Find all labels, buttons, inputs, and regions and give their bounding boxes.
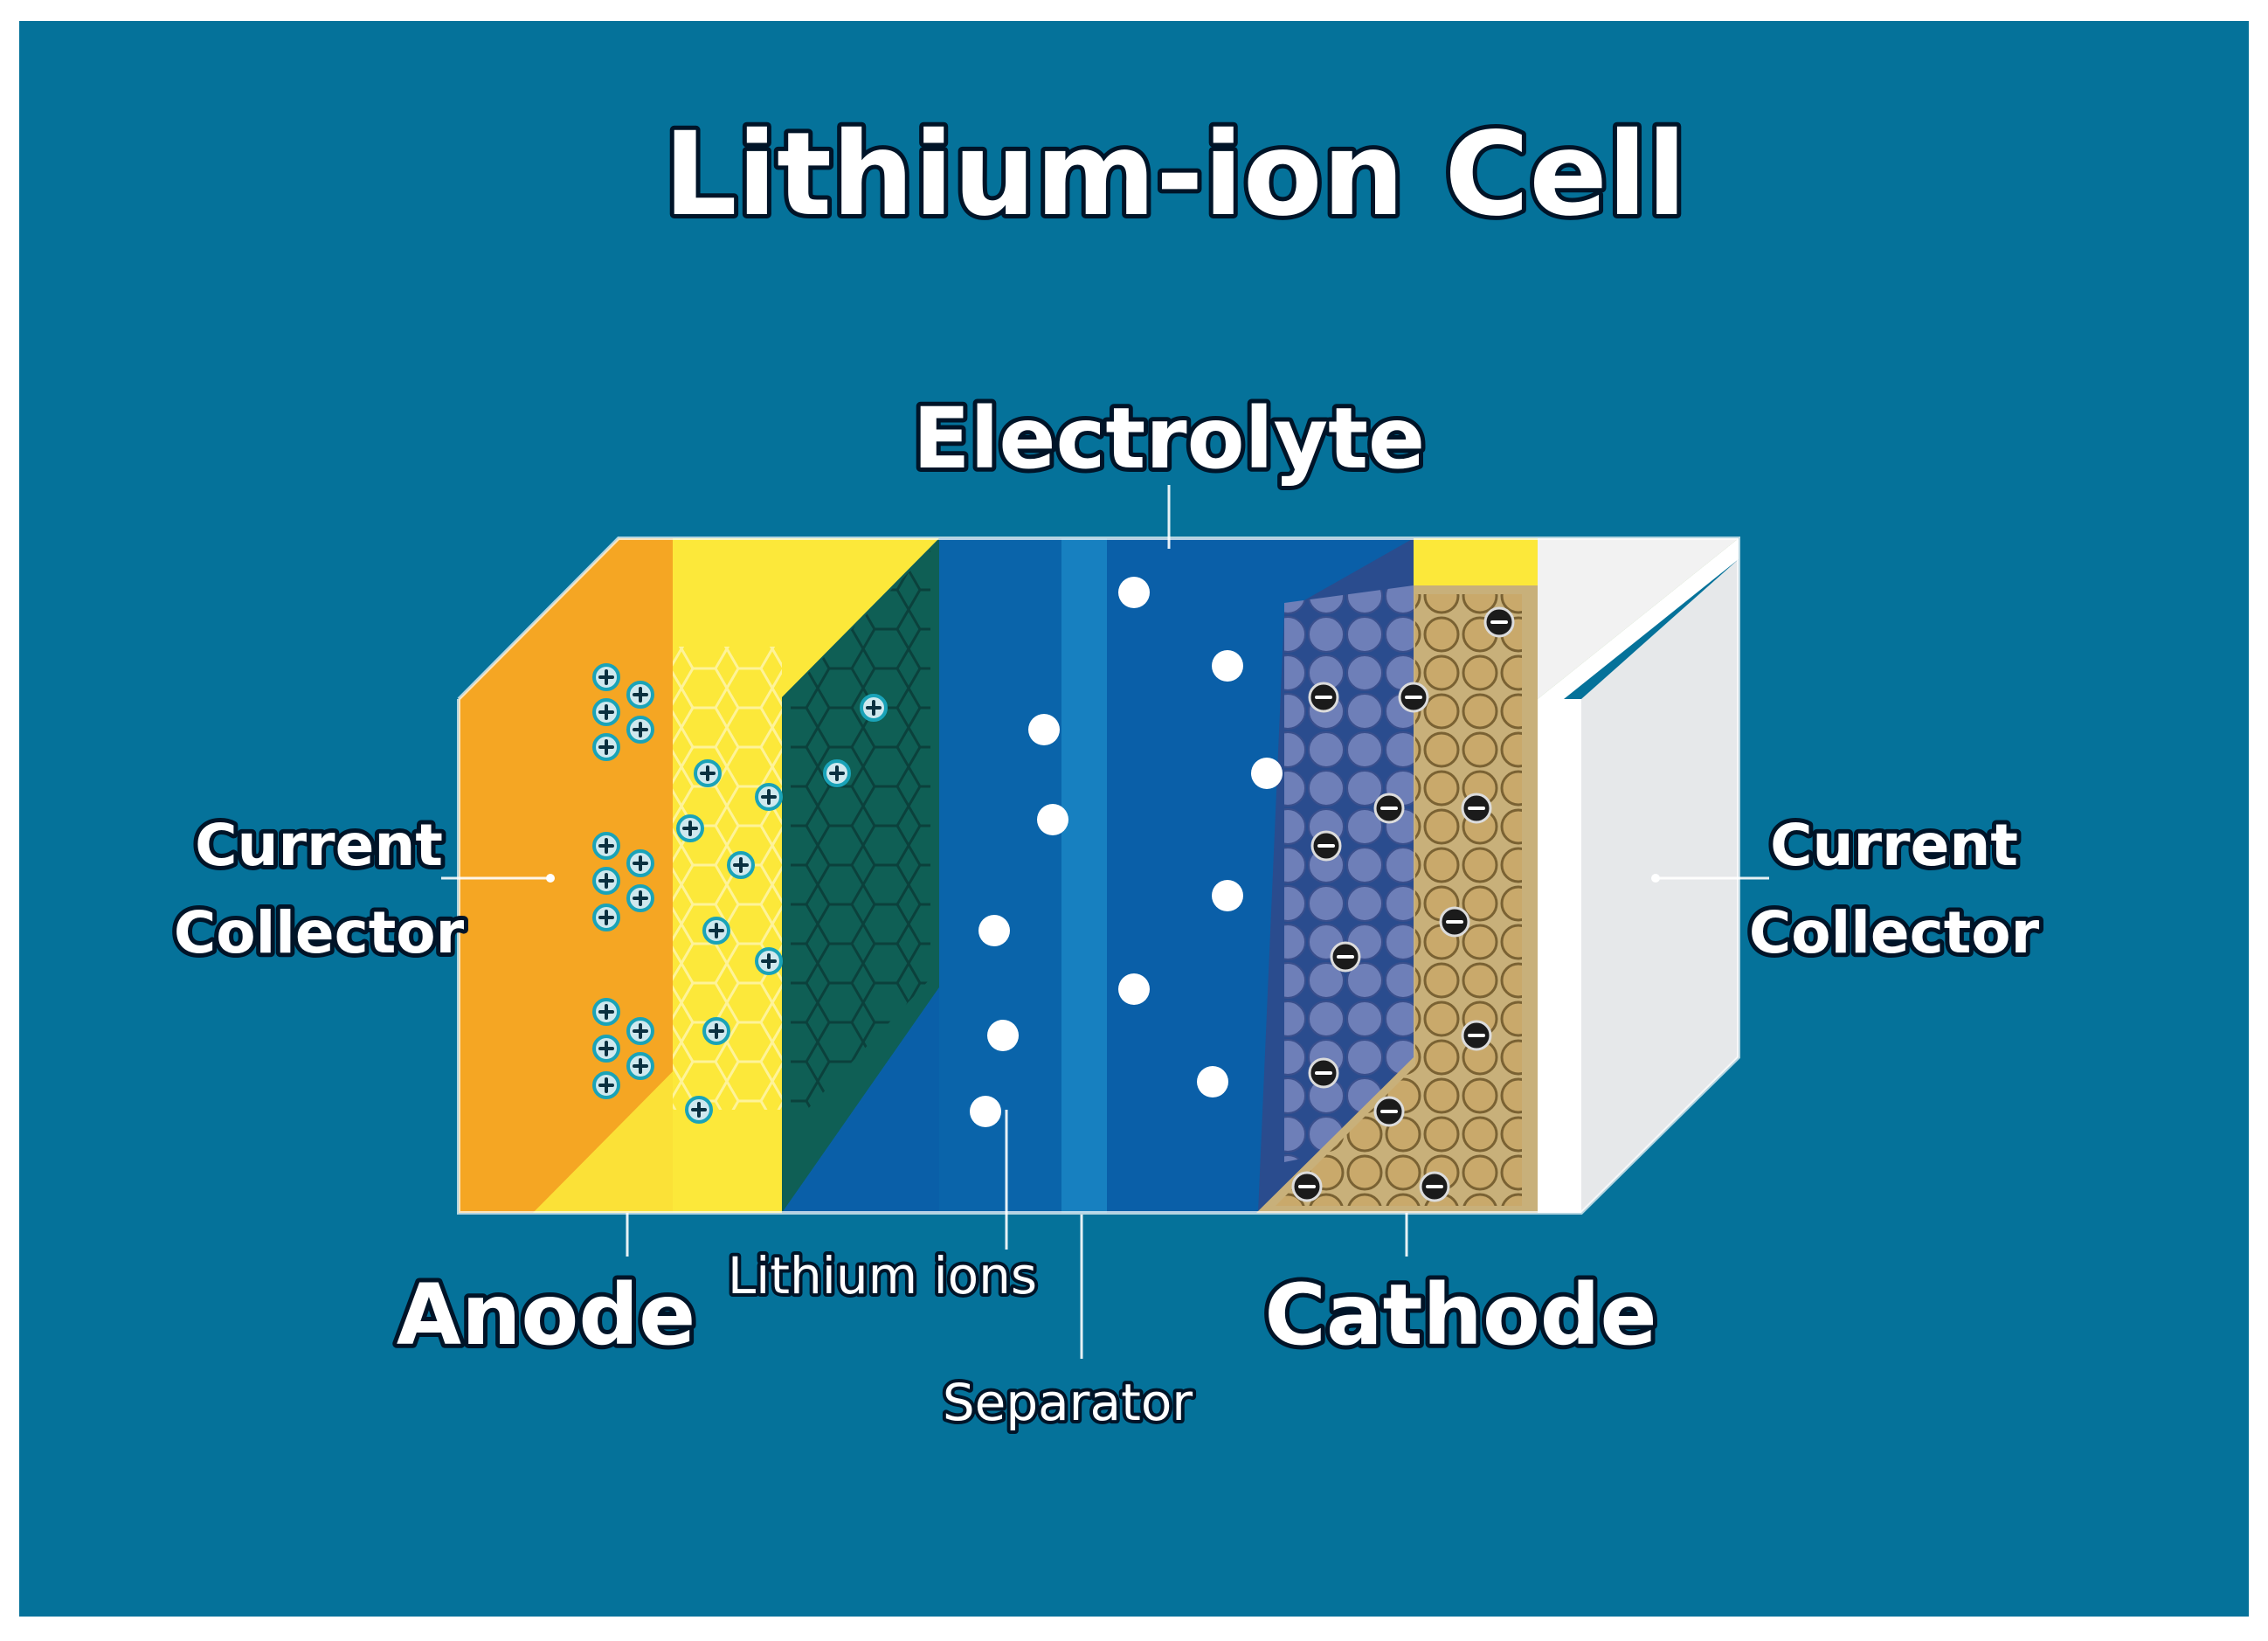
migrating-ion — [941, 915, 1010, 946]
separator-label: Separator — [943, 1373, 1193, 1432]
lithium-ion-plus-icon — [592, 1035, 620, 1063]
lithium-ion-plus-icon — [592, 832, 620, 860]
electron-minus-icon — [1373, 1096, 1405, 1127]
lithium-ion-plus-icon — [626, 849, 654, 877]
electron-minus-icon — [1461, 793, 1492, 824]
electron-minus-icon — [1398, 682, 1429, 713]
cathode-current-collector — [1538, 699, 1581, 1213]
migrating-ion — [1094, 650, 1243, 682]
electron-minus-icon — [1461, 1020, 1492, 1051]
cathode-collector-bevel — [1538, 538, 1739, 699]
migrating-ion — [897, 714, 1060, 745]
migrating-lithium-ions — [836, 577, 1283, 1127]
migrating-ion — [836, 1096, 1001, 1127]
cell-body — [457, 537, 1740, 1215]
electron-minus-icon — [1373, 793, 1405, 824]
cathode-tan-particles — [1276, 594, 1522, 1206]
lithium-ion-plus-icon — [592, 904, 620, 931]
left-collector-dot — [546, 874, 555, 883]
migrating-ion — [985, 577, 1150, 608]
lithium-ion-plus-icon — [592, 663, 620, 691]
graphite-hex-lattice — [791, 550, 930, 1127]
anode-hex-lattice — [673, 647, 782, 1110]
migrating-ion — [1068, 1066, 1228, 1097]
electrolyte-left-band — [939, 538, 1061, 1213]
electron-minus-icon — [1419, 1171, 1450, 1202]
anode-lithium-ions — [592, 663, 888, 1124]
electron-minus-icon — [1439, 906, 1470, 938]
migrating-ion — [1133, 758, 1283, 789]
lithium-ion-plus-icon — [755, 783, 783, 811]
cathode-collector-face — [1581, 559, 1739, 1213]
lithium-ion-plus-icon — [592, 733, 620, 761]
lithium-ion-plus-icon — [823, 759, 851, 787]
anode-label: Anode — [397, 1266, 695, 1364]
electron-minus-icon — [1310, 830, 1342, 862]
lithium-ion-plus-icon — [685, 1096, 713, 1124]
lithium-ion-plus-icon — [592, 698, 620, 726]
right-collector-label-line1: Current — [1770, 812, 2018, 879]
lithium-ion-plus-icon — [626, 716, 654, 744]
migrating-ion — [910, 804, 1068, 835]
lithium-ion-plus-icon — [626, 884, 654, 912]
right-collector-dot — [1651, 874, 1660, 883]
lithium-ion-plus-icon — [694, 759, 722, 787]
electron-minus-icon — [1330, 941, 1361, 973]
lithium-ion-plus-icon — [592, 1071, 620, 1099]
electron-minus-icon — [1483, 606, 1515, 638]
migrating-ion — [993, 973, 1150, 1005]
lithium-ion-plus-icon — [592, 998, 620, 1026]
lithium-ion-plus-icon — [676, 814, 704, 842]
electrolyte-label: Electrolyte — [913, 390, 1425, 488]
lithium-ion-plus-icon — [626, 681, 654, 709]
cathode-electrons — [1291, 606, 1515, 1202]
lithium-ion-plus-icon — [626, 1017, 654, 1045]
migrating-ion — [871, 1020, 1019, 1051]
lithium-ion-plus-icon — [755, 947, 783, 975]
lithium-ion-plus-icon — [727, 851, 755, 879]
lithium-ions-label: Lithium ions — [728, 1246, 1037, 1305]
electron-minus-icon — [1291, 1171, 1323, 1202]
lithium-ion-plus-icon — [592, 867, 620, 895]
right-collector-label-line2: Collector — [1749, 899, 2040, 966]
migrating-ion — [1089, 880, 1243, 911]
cell-outline — [457, 537, 1740, 1215]
left-collector-label-line1: Current — [195, 812, 443, 879]
lithium-ion-plus-icon — [702, 917, 730, 945]
left-collector-label-line2: Collector — [174, 899, 465, 966]
electron-minus-icon — [1308, 682, 1339, 713]
lithium-ion-plus-icon — [702, 1017, 730, 1045]
cathode-label: Cathode — [1264, 1266, 1656, 1364]
diagram-title: Lithium-ion Cell — [664, 107, 1687, 242]
separator-membrane — [1061, 538, 1107, 1213]
electron-minus-icon — [1308, 1057, 1339, 1089]
lithium-ion-plus-icon — [860, 694, 888, 722]
cathode-blue-particles — [1284, 585, 1414, 1162]
lithium-ion-plus-icon — [626, 1052, 654, 1080]
